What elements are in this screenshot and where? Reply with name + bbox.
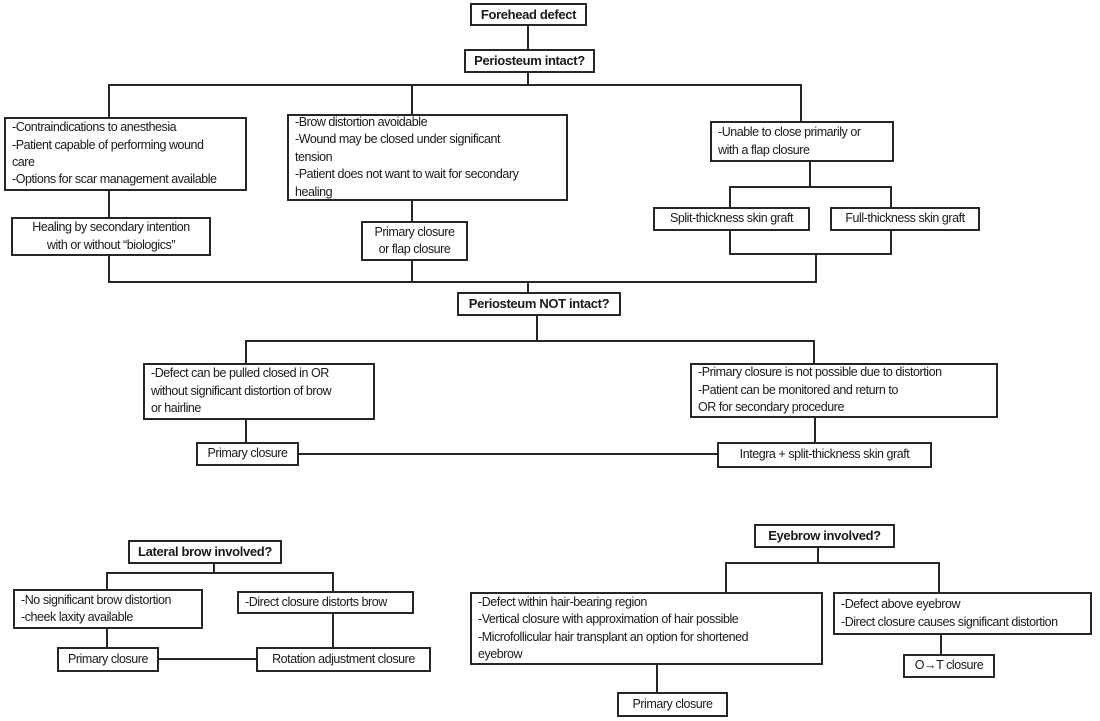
connector-line — [245, 340, 815, 342]
node-not-possible-criteria: -Primary closure is not possible due to … — [690, 363, 998, 418]
node-above-eyebrow-criteria: -Defect above eyebrow -Direct closure ca… — [833, 592, 1092, 635]
connector-line — [890, 231, 892, 255]
node-secondary-intention: Healing by secondary intention with or w… — [11, 217, 211, 256]
connector-line — [809, 162, 811, 187]
node-primary-closure-3: Primary closure — [617, 692, 728, 717]
connector-line — [245, 420, 247, 442]
connector-line — [108, 191, 110, 217]
node-periosteum-intact: Periosteum intact? — [464, 49, 595, 73]
connector-line — [729, 186, 731, 207]
connector-line — [813, 340, 815, 363]
connector-line — [106, 572, 108, 589]
connector-line — [817, 548, 819, 564]
connector-line — [108, 84, 802, 86]
connector-line — [725, 562, 727, 592]
node-graft-criteria: -Unable to close primarily or with a fla… — [710, 121, 894, 162]
connector-line — [890, 186, 892, 207]
node-integra-skin-graft: Integra + split-thickness skin graft — [717, 442, 932, 468]
node-primary-or-flap-closure: Primary closure or flap closure — [361, 221, 468, 261]
node-rotation-adjustment-closure: Rotation adjustment closure — [256, 647, 431, 672]
node-full-thickness-graft: Full-thickness skin graft — [830, 207, 980, 231]
connector-line — [332, 614, 334, 647]
node-forehead-defect: Forehead defect — [470, 3, 587, 26]
connector-line — [800, 84, 802, 121]
connector-line — [299, 453, 717, 455]
connector-line — [656, 665, 658, 692]
node-primary-closure-1: Primary closure — [196, 442, 299, 466]
connector-line — [332, 572, 334, 591]
connector-line — [245, 340, 247, 363]
connector-line — [536, 316, 538, 342]
connector-line — [108, 84, 110, 117]
node-pull-closed-criteria: -Defect can be pulled closed in OR witho… — [143, 363, 375, 420]
node-hair-bearing-criteria: -Defect within hair-bearing region -Vert… — [470, 592, 823, 665]
node-primary-closure-2: Primary closure — [57, 647, 159, 672]
node-direct-closure-distorts: -Direct closure distorts brow — [237, 591, 414, 614]
connector-line — [938, 562, 940, 592]
node-periosteum-not-intact: Periosteum NOT intact? — [457, 292, 621, 316]
connector-line — [527, 26, 529, 49]
connector-line — [729, 186, 892, 188]
connector-line — [814, 418, 816, 442]
connector-line — [729, 231, 731, 255]
node-no-distortion-criteria: -No significant brow distortion -cheek l… — [13, 589, 203, 629]
connector-line — [411, 84, 413, 114]
connector-line — [159, 658, 256, 660]
connector-line — [106, 629, 108, 647]
node-lateral-brow-involved: Lateral brow involved? — [128, 540, 282, 564]
connector-line — [411, 261, 413, 283]
connector-line — [527, 281, 529, 292]
connector-line — [108, 281, 817, 283]
connector-line — [213, 564, 215, 574]
node-secondary-criteria: -Contraindications to anesthesia -Patien… — [4, 117, 247, 191]
connector-line — [729, 253, 892, 255]
connector-line — [108, 256, 110, 283]
connector-line — [106, 572, 334, 574]
connector-line — [527, 73, 529, 86]
connector-line — [940, 635, 942, 654]
node-split-thickness-graft: Split-thickness skin graft — [653, 207, 810, 231]
connector-line — [725, 562, 940, 564]
node-primary-criteria: -Brow distortion avoidable -Wound may be… — [287, 114, 568, 201]
node-ot-closure: O→T closure — [903, 654, 995, 678]
node-eyebrow-involved: Eyebrow involved? — [754, 524, 895, 548]
connector-line — [815, 253, 817, 282]
connector-line — [411, 201, 413, 221]
